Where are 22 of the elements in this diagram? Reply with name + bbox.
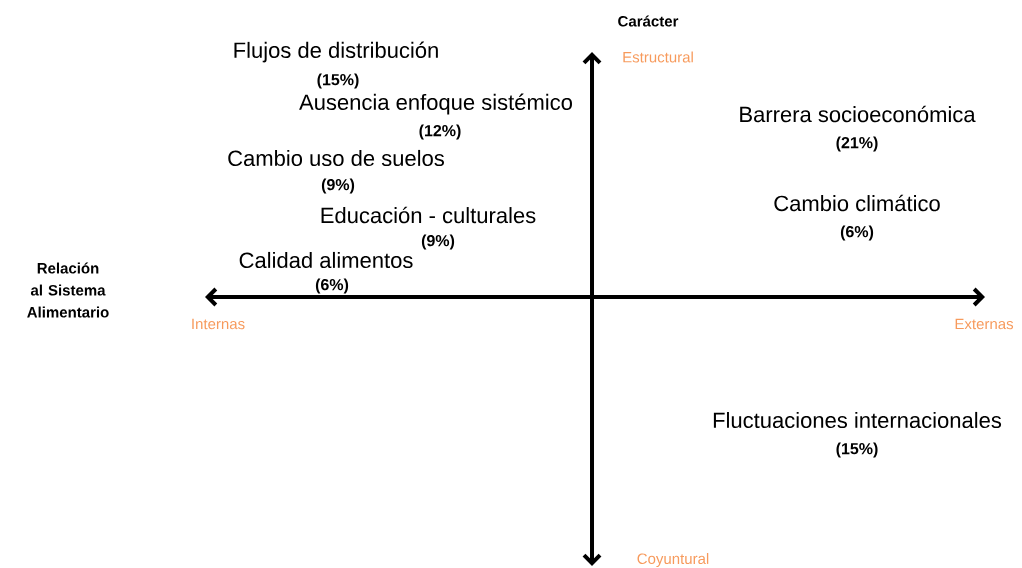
percentage-label: (9%) <box>321 178 355 194</box>
factor-label: Fluctuaciones internacionales <box>713 411 1002 429</box>
percentage-label: (6%) <box>840 225 874 241</box>
factor-label: Cambio climático <box>774 194 940 212</box>
factor-label: Educación - culturales <box>321 206 536 224</box>
axis-end-label: Coyuntural <box>637 553 709 567</box>
percentage-label: (9%) <box>421 234 455 250</box>
percentage-label: (15%) <box>836 442 878 458</box>
axis-end-label: Internas <box>192 318 245 330</box>
factor-label: Flujos de distribución <box>234 41 438 63</box>
percentage-label: (21%) <box>836 136 878 152</box>
axis-title: Carácter <box>618 15 679 27</box>
percentage-label: (15%) <box>317 73 359 89</box>
percentage-label: (6%) <box>315 278 349 294</box>
percentage-label: (12%) <box>419 124 461 140</box>
factor-label: Calidad alimentos <box>239 251 413 269</box>
factor-label: Ausencia enfoque sistémico <box>299 93 572 115</box>
factor-label: Cambio uso de suelos <box>228 149 444 167</box>
axis-end-label: Externas <box>955 318 1014 330</box>
factor-label: Barrera socioeconómica <box>740 105 976 123</box>
axis-end-label: Estructural <box>623 51 693 63</box>
axis-title: Relación al Sistema Alimentario <box>27 262 109 318</box>
